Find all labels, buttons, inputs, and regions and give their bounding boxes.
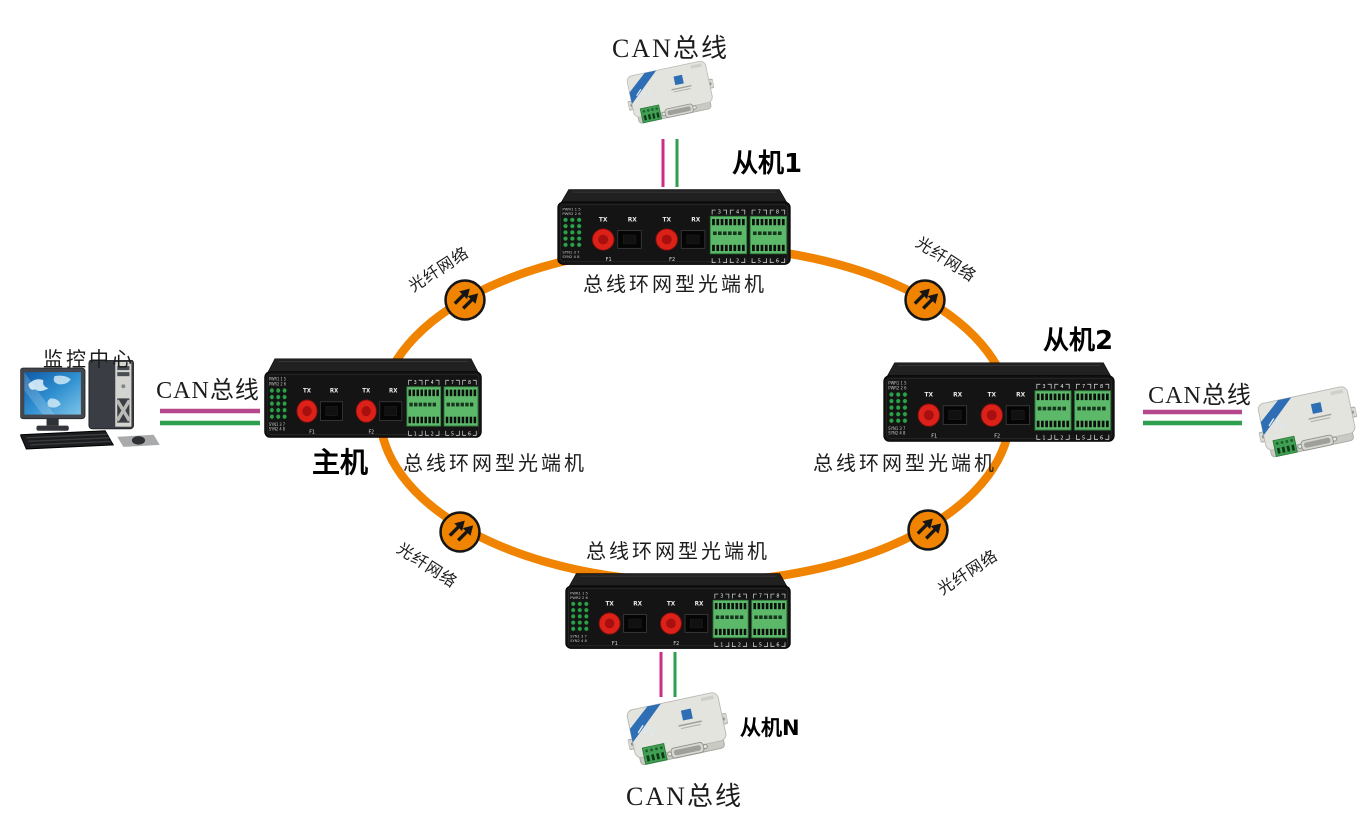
node-label-slave1: 从机1 xyxy=(732,149,803,179)
can-bus-label-right: CAN总线 xyxy=(1148,383,1252,409)
can-bus-label-left: CAN总线 xyxy=(156,378,260,404)
can-drop-lines xyxy=(160,139,1242,697)
device-label-slave2: 总线环网型光端机 xyxy=(813,453,997,475)
fiber-marker-bottom-left xyxy=(439,511,481,553)
monitoring-computer xyxy=(20,360,162,457)
device-label-slave1: 总线环网型光端机 xyxy=(583,274,767,296)
fiber-marker-top-right xyxy=(904,279,946,321)
monitoring-center-label: 监控中心 xyxy=(43,349,135,371)
node-label-master: 主机 xyxy=(312,446,369,479)
node-label-slaveN: 从机N xyxy=(740,716,800,740)
optical-device-slave1 xyxy=(556,186,792,268)
optical-device-slave2 xyxy=(882,359,1116,445)
can-bus-label-top: CAN总线 xyxy=(612,34,729,63)
optical-device-master xyxy=(263,355,483,441)
fiber-marker-top-left xyxy=(444,279,486,321)
can-bus-label-bottom: CAN总线 xyxy=(626,782,743,811)
fiber-marker-bottom-right xyxy=(907,509,949,551)
device-label-master: 总线环网型光端机 xyxy=(403,453,587,475)
device-label-slaveN: 总线环网型光端机 xyxy=(586,541,770,563)
node-label-slave2: 从机2 xyxy=(1043,326,1114,356)
optical-device-slaveN xyxy=(564,570,792,652)
